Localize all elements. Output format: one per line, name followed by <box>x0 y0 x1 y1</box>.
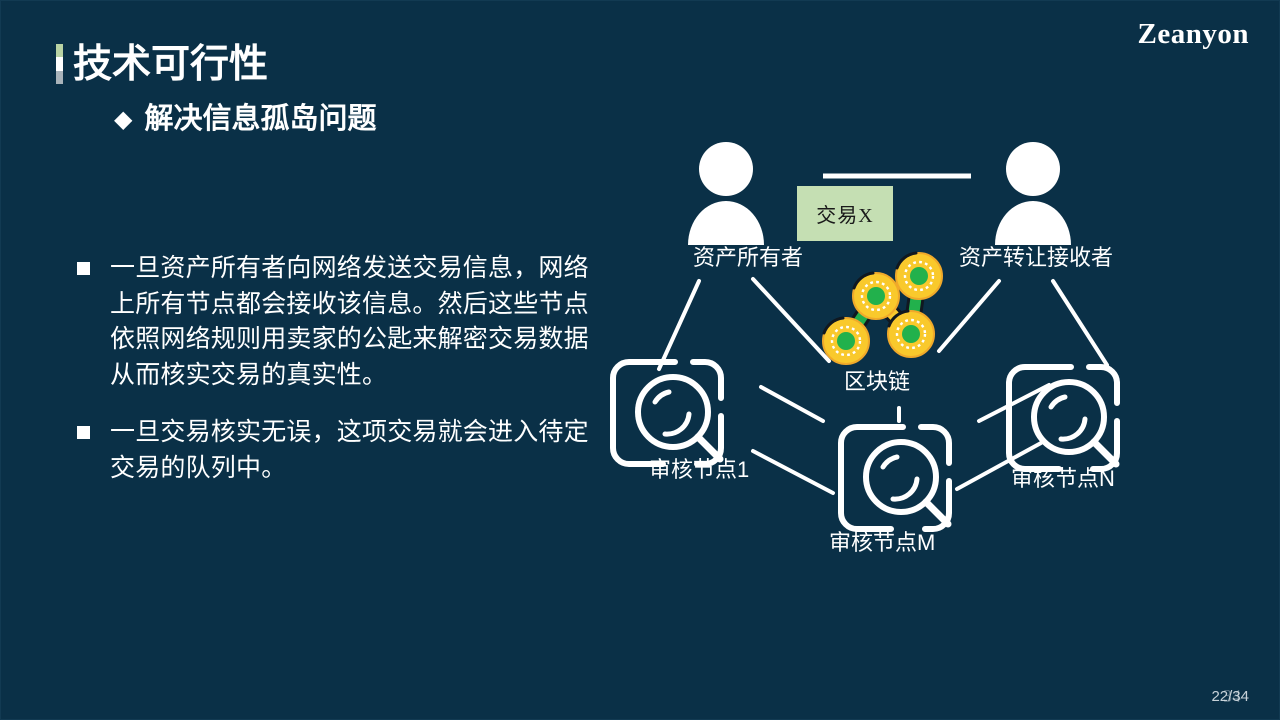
bullet-list: 一旦资产所有者向网络发送交易信息，网络上所有节点都会接收该信息。然后这些节点依照… <box>77 251 597 508</box>
bullet-text: 一旦资产所有者向网络发送交易信息，网络上所有节点都会接收该信息。然后这些节点依照… <box>110 254 589 389</box>
list-item: 一旦交易核实无误，这项交易就会进入待定交易的队列中。 <box>77 415 597 486</box>
blockchain-cluster-icon <box>821 251 944 366</box>
list-item: 一旦资产所有者向网络发送交易信息，网络上所有节点都会接收该信息。然后这些节点依照… <box>77 251 597 393</box>
label-audit-node-n: 审核节点N <box>1011 466 1115 491</box>
marker-segment-middle <box>56 57 63 71</box>
page-number: 22/34 <box>1211 688 1249 705</box>
transaction-box: 交易X <box>797 186 893 241</box>
receiver-person-icon <box>995 142 1071 245</box>
blockchain-network-diagram: 交易X 资产所有者 资产转让接收者 区块链 审核节点1 审核节点M 审核节点N <box>601 121 1261 591</box>
bullet-text: 一旦交易核实无误，这项交易就会进入待定交易的队列中。 <box>110 418 589 482</box>
page-title: 技术可行性 <box>73 42 269 86</box>
brand-logo: Zeanyon <box>1137 18 1249 50</box>
label-asset-owner: 资产所有者 <box>693 245 804 270</box>
square-bullet-icon <box>77 426 90 439</box>
audit-node-m-icon <box>841 427 949 529</box>
diamond-bullet-icon: ◆ <box>114 105 133 133</box>
diagram-graphics <box>601 142 1261 591</box>
subtitle-row: ◆ 解决信息孤岛问题 <box>114 105 376 134</box>
marker-segment-bottom <box>56 70 63 84</box>
label-audit-node-1: 审核节点1 <box>649 457 750 482</box>
square-bullet-icon <box>77 262 90 275</box>
label-audit-node-m: 审核节点M <box>829 530 936 555</box>
label-blockchain: 区块链 <box>844 369 911 394</box>
page-subtitle: 解决信息孤岛问题 <box>144 103 377 135</box>
title-accent-marker-icon <box>56 44 63 84</box>
title-block: 技术可行性 <box>56 44 268 84</box>
owner-person-icon <box>688 142 764 245</box>
network-connection-lines <box>657 277 1109 495</box>
marker-segment-top <box>56 44 63 58</box>
label-asset-receiver: 资产转让接收者 <box>959 245 1114 270</box>
audit-node-1-icon <box>613 362 721 464</box>
